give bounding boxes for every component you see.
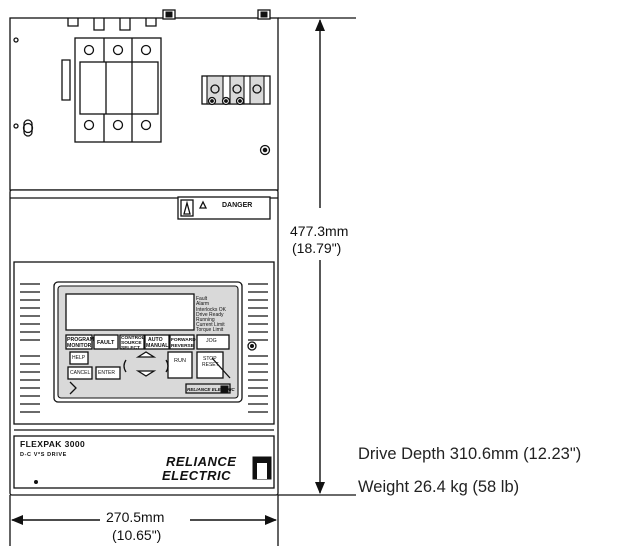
key-run-label: RUN xyxy=(174,358,186,364)
key-reverse-label: REVERSE xyxy=(171,343,195,349)
key-reset-label: RESET xyxy=(202,362,219,368)
key-control-label: CONTROL xyxy=(121,335,145,341)
key-enter-label: ENTER xyxy=(98,370,115,376)
height-dimension-in: (18.79") xyxy=(292,240,341,256)
drive-weight-text: Weight 26.4 kg (58 lb) xyxy=(358,478,520,496)
key-stop-label: STOP xyxy=(203,356,217,362)
key-fault-label: FAULT xyxy=(97,340,115,346)
width-dimension xyxy=(9,495,279,546)
status-led-drive-ready: Drive Ready xyxy=(196,312,224,318)
key-help-label: HELP xyxy=(72,355,86,361)
key-cancel-label: CANCEL xyxy=(70,370,91,376)
status-led-alarm: Alarm xyxy=(196,301,209,307)
status-led-interlocks: Interlocks OK xyxy=(196,307,227,313)
key-auto-label: AUTO xyxy=(148,337,163,343)
danger-label-text: DANGER xyxy=(222,202,252,209)
key-jog-label: JOG xyxy=(206,338,217,344)
status-led-current-limit: Current Limit xyxy=(196,322,225,328)
drive-depth-text: Drive Depth 310.6mm (12.23") xyxy=(358,445,582,463)
width-dimension-in: (10.65") xyxy=(112,527,161,543)
product-name: FLEXPAK 3000 xyxy=(20,439,85,449)
key-forward-label: FORWARD xyxy=(171,337,196,343)
status-led-fault: Fault xyxy=(196,296,208,302)
key-select-label: SELECT xyxy=(121,345,140,351)
upper-chassis-plate xyxy=(9,9,279,191)
brand-reliance: RELIANCE xyxy=(166,454,236,469)
product-subtitle: D-C V*S DRIVE xyxy=(20,452,67,458)
keypad-brand: RELIANCE ELECTRIC xyxy=(187,387,235,392)
key-monitor-label: MONITOR xyxy=(67,343,92,349)
key-manual-label: MANUAL xyxy=(146,343,169,349)
drawing-labels: DANGER Fault Alarm Interlocks OK Drive R… xyxy=(20,202,348,543)
name-plate xyxy=(13,435,275,489)
vent-slots-right xyxy=(248,283,268,413)
key-source-label: SOURCE xyxy=(121,340,142,346)
height-dimension-mm: 477.3mm xyxy=(290,223,348,239)
keypad-module xyxy=(53,281,243,403)
width-dimension-mm: 270.5mm xyxy=(106,509,164,525)
status-led-running: Running xyxy=(196,317,215,323)
height-dimension xyxy=(278,17,356,496)
brand-electric: ELECTRIC xyxy=(162,468,231,483)
vent-slots-left xyxy=(20,283,40,413)
key-program-label: PROGRAM xyxy=(67,337,94,343)
status-led-torque-limit: Torque Limit xyxy=(196,327,224,333)
